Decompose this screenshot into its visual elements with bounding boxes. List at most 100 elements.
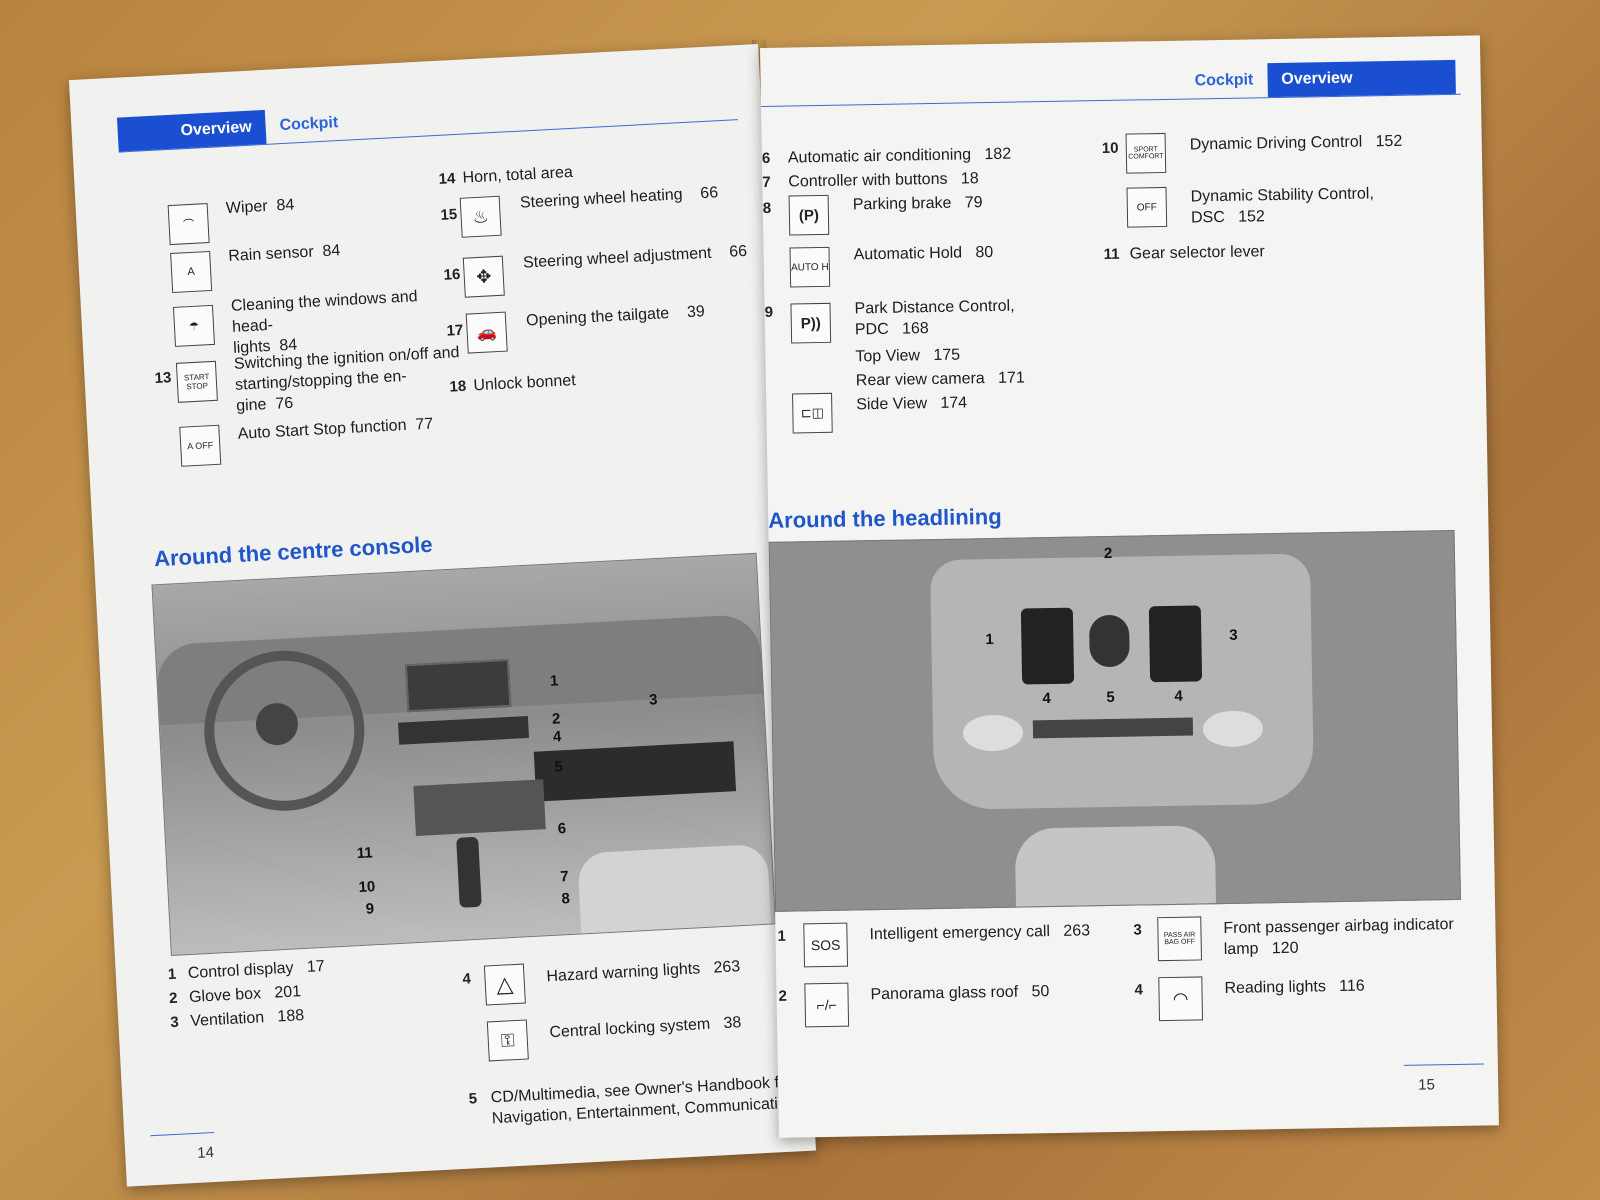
sos-button-shape bbox=[1020, 607, 1075, 685]
legend-cd-multimedia: CD/Multimedia, see Owner's Handbook for … bbox=[490, 1074, 797, 1128]
callout-8: 8 bbox=[561, 890, 571, 908]
item-num-17: 17 bbox=[446, 321, 464, 340]
callout-2: 2 bbox=[551, 710, 561, 728]
item-rear-view-camera: Rear view camera 171 bbox=[855, 369, 1025, 390]
auto-start-stop-icon: A OFF bbox=[179, 424, 222, 467]
pdc-icon: P)) bbox=[790, 302, 832, 344]
sport-comfort-icon: SPORT COMFORT bbox=[1125, 132, 1167, 174]
callout-2-headlining: 2 bbox=[1103, 544, 1113, 563]
light-switch-strip bbox=[1032, 717, 1194, 739]
callout-4-left-headlining: 4 bbox=[1042, 690, 1051, 708]
headlining-illustration: 2 1 3 4 5 4 bbox=[768, 529, 1461, 912]
legend-num-4: 4 bbox=[462, 970, 472, 988]
callout-4: 4 bbox=[552, 728, 562, 746]
reading-light-icon: ◠ bbox=[1158, 976, 1204, 1022]
right-page: Cockpit Overview 6 Automatic air conditi… bbox=[760, 35, 1499, 1138]
auto-hold-icon: AUTO H bbox=[789, 246, 831, 288]
section-heading-centre-console: Around the centre console bbox=[153, 531, 434, 572]
sos-icon: SOS bbox=[803, 922, 849, 968]
legend-glass-roof: Panorama glass roof 50 bbox=[870, 983, 1050, 1004]
parking-brake-icon: (P) bbox=[788, 194, 830, 236]
callout-3: 3 bbox=[648, 691, 658, 709]
callout-1: 1 bbox=[549, 672, 559, 690]
callout-3-headlining: 3 bbox=[1229, 626, 1238, 644]
legend-num-1-right: 1 bbox=[777, 927, 786, 945]
legend-hazard: Hazard warning lights 263 bbox=[546, 958, 741, 986]
item-air-conditioning: Automatic air conditioning 182 bbox=[787, 145, 1012, 167]
tab-cockpit[interactable]: Cockpit bbox=[279, 114, 339, 135]
legend-central-locking: Central locking system 38 bbox=[549, 1014, 742, 1042]
item-pdc: Park Distance Control, PDC 168 bbox=[854, 297, 1015, 339]
section-heading-headlining: Around the headlining bbox=[768, 503, 1002, 533]
legend-emergency-call: Intelligent emergency call 263 bbox=[869, 922, 1091, 944]
item-num-6: 6 bbox=[761, 149, 771, 167]
page-number: 14 bbox=[196, 1144, 215, 1162]
callout-5-headlining: 5 bbox=[1106, 688, 1115, 707]
glovebox-shape bbox=[533, 741, 737, 802]
seat-shape bbox=[577, 843, 772, 934]
legend-control-display: Control display 17 bbox=[187, 957, 326, 983]
item-num-8: 8 bbox=[762, 199, 772, 217]
callout-1-headlining: 1 bbox=[985, 631, 994, 649]
item-num-14: 14 bbox=[438, 170, 456, 188]
callout-11: 11 bbox=[356, 844, 374, 863]
item-wiper: Wiper 84 bbox=[225, 196, 295, 218]
steering-adjust-icon: ✥ bbox=[462, 255, 505, 298]
vent-shape bbox=[398, 715, 530, 745]
callout-9: 9 bbox=[365, 900, 375, 918]
item-num-13: 13 bbox=[154, 369, 172, 388]
tab-overview-right[interactable]: Overview bbox=[1267, 59, 1456, 98]
callout-5: 5 bbox=[554, 758, 564, 776]
legend-glove-box: Glove box 201 bbox=[188, 983, 302, 1007]
header-rule-right bbox=[761, 93, 1461, 107]
legend-num-1: 1 bbox=[167, 965, 177, 984]
side-view-icon: ⊏◫ bbox=[792, 392, 833, 434]
item-auto-start-stop: Auto Start Stop function 77 bbox=[237, 415, 434, 443]
footer-rule-right bbox=[1403, 1063, 1484, 1066]
item-gear-selector: Gear selector lever bbox=[1129, 243, 1265, 263]
console-panel-shape bbox=[413, 779, 546, 836]
steering-heat-icon: ♨ bbox=[459, 195, 502, 238]
page-number-right: 15 bbox=[1418, 1076, 1436, 1094]
callout-7: 7 bbox=[559, 868, 570, 886]
gear-lever-shape bbox=[456, 836, 482, 908]
legend-num-2: 2 bbox=[168, 989, 178, 1008]
start-stop-icon: START STOP bbox=[175, 360, 218, 403]
item-num-15: 15 bbox=[440, 205, 458, 224]
airbag-lamp-shape bbox=[1148, 605, 1203, 683]
tailgate-icon: 🚗 bbox=[465, 311, 508, 354]
item-tailgate: Opening the tailgate 39 bbox=[525, 303, 706, 330]
left-page: Overview Cockpit ⌒ Wiper 84 A Rain senso… bbox=[68, 44, 816, 1187]
tab-cockpit-right[interactable]: Cockpit bbox=[1194, 71, 1254, 90]
washer-icon: ☂ bbox=[172, 304, 216, 347]
dashboard-illustration: 1 2 3 4 5 6 7 8 9 10 11 bbox=[151, 552, 777, 956]
item-num-18: 18 bbox=[449, 377, 467, 396]
console-housing bbox=[929, 553, 1315, 811]
item-num-7: 7 bbox=[762, 173, 771, 191]
item-num-10: 10 bbox=[1101, 139, 1119, 158]
item-num-11: 11 bbox=[1103, 245, 1120, 264]
item-controller: Controller with buttons 18 bbox=[788, 170, 979, 191]
control-display-shape bbox=[404, 658, 512, 713]
dsc-off-icon: OFF bbox=[1126, 186, 1168, 228]
item-num-9: 9 bbox=[764, 303, 774, 321]
footer-rule bbox=[150, 1131, 215, 1137]
hazard-icon: △ bbox=[483, 963, 526, 1006]
callout-4-right-headlining: 4 bbox=[1174, 687, 1183, 705]
airbag-lamp-icon: PASS AIR BAG OFF bbox=[1157, 916, 1202, 962]
legend-num-4-right: 4 bbox=[1134, 981, 1143, 999]
right-tabbar: Cockpit Overview bbox=[1180, 59, 1456, 99]
legend-ventilation: Ventilation 188 bbox=[189, 1007, 305, 1031]
item-horn: Horn, total area bbox=[462, 163, 574, 187]
rain-sensor-icon: A bbox=[170, 250, 213, 293]
callout-10: 10 bbox=[358, 878, 376, 897]
item-dsc: Dynamic Stability Control, DSC 152 bbox=[1190, 185, 1374, 227]
item-rain-sensor: Rain sensor 84 bbox=[227, 242, 341, 265]
central-locking-icon: ⚿ bbox=[486, 1019, 529, 1062]
legend-reading-lights: Reading lights 116 bbox=[1224, 977, 1365, 998]
item-automatic-hold: Automatic Hold 80 bbox=[853, 243, 994, 264]
item-num-16: 16 bbox=[443, 265, 461, 284]
glass-roof-icon: ⌐/⌐ bbox=[804, 982, 850, 1028]
item-steering-heating: Steering wheel heating 66 bbox=[519, 184, 719, 212]
item-dynamic-driving: Dynamic Driving Control 152 bbox=[1189, 132, 1403, 154]
